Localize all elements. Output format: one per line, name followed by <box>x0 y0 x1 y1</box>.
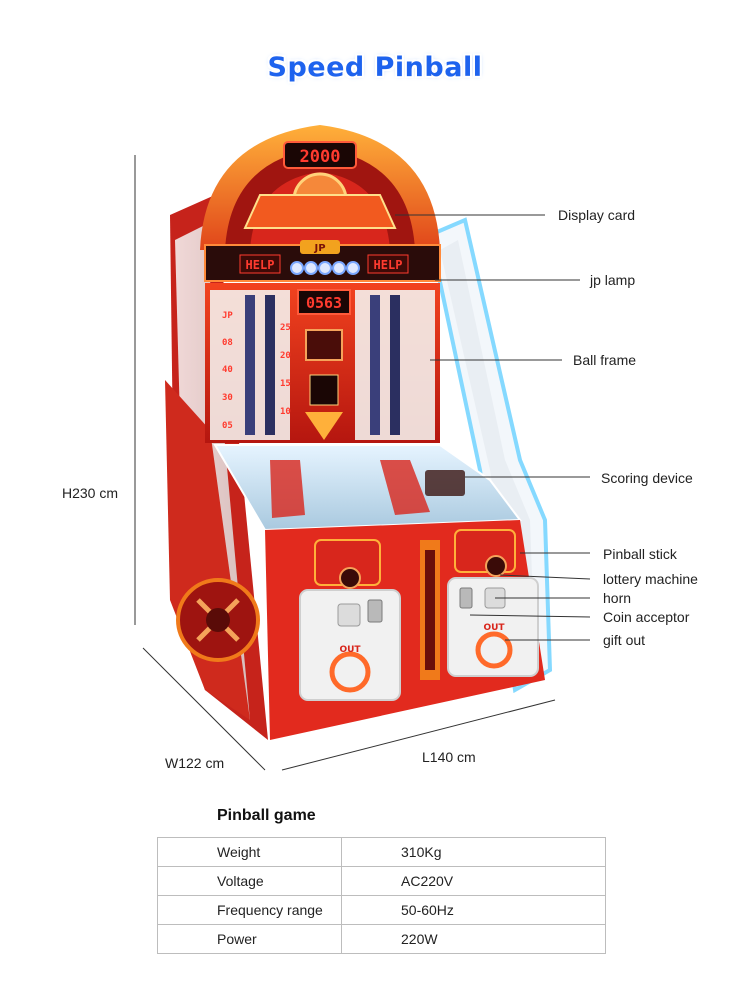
slot-value: 25 <box>280 323 291 333</box>
counter-display: 0563 <box>306 294 342 312</box>
callout-display-card: Display card <box>558 207 636 223</box>
callout-lottery-machine: lottery machine <box>603 571 698 587</box>
front-lower-body <box>265 520 545 740</box>
callout-leaders <box>395 214 591 641</box>
dimension-width: W122 cm <box>165 755 225 771</box>
dimension-height: H230 cm <box>62 485 119 501</box>
callout-ball-frame: Ball frame <box>573 352 637 368</box>
callout-horn: horn <box>603 590 632 606</box>
table-row: Weight 310Kg <box>157 837 606 867</box>
slot-value: 15 <box>280 379 291 389</box>
callout-scoring-device: Scoring device <box>601 470 693 486</box>
spec-label: Frequency range <box>157 895 342 925</box>
table-row: Voltage AC220V <box>157 866 606 896</box>
cabinet-left-side <box>165 195 268 740</box>
ball-frame <box>205 283 440 443</box>
jp-lamps <box>290 261 360 275</box>
slot-values-right: 25 20 15 10 <box>280 323 291 417</box>
horn-left <box>337 603 361 627</box>
callout-jp-lamp: jp lamp <box>590 272 636 288</box>
out-left-label: OUT <box>339 645 361 655</box>
slot-values-left: JP 08 40 30 05 <box>222 311 233 431</box>
scoring-device <box>213 444 522 532</box>
header-bar <box>204 240 441 282</box>
top-score-display: 2000 <box>300 147 341 167</box>
page-title: Speed Pinball <box>267 52 483 83</box>
slot-value: 40 <box>222 365 233 375</box>
coin-acceptor-left <box>367 599 383 623</box>
slot-value: 10 <box>280 407 291 417</box>
help-right-label: HELP <box>374 258 403 272</box>
help-left-label: HELP <box>246 258 275 272</box>
spec-value: 310Kg <box>341 837 606 867</box>
slot-value: 05 <box>222 421 233 431</box>
slot-value: 30 <box>222 393 233 403</box>
specs-heading: Pinball game <box>217 807 316 824</box>
spec-value: 220W <box>341 924 606 954</box>
spec-value: 50-60Hz <box>341 895 606 925</box>
spec-label: Power <box>157 924 342 954</box>
jp-badge: JP <box>313 243 325 254</box>
cabinet-crown <box>200 125 440 250</box>
slot-value: 20 <box>280 351 291 361</box>
out-right-label: OUT <box>483 623 505 633</box>
spec-label: Weight <box>157 837 342 867</box>
slot-value: JP <box>222 311 233 321</box>
dimension-length: L140 cm <box>422 749 476 765</box>
specs-table: Weight 310Kg Voltage AC220V Frequency ra… <box>157 837 606 954</box>
callout-pinball-stick: Pinball stick <box>603 546 677 562</box>
pinball-stick-knob-left <box>339 567 361 589</box>
table-row: Power 220W <box>157 924 606 954</box>
dimension-lines <box>134 155 556 771</box>
coin-acceptor-right <box>459 587 473 609</box>
gift-out-right <box>475 631 513 669</box>
spec-label: Voltage <box>157 866 342 896</box>
spec-value: AC220V <box>341 866 606 896</box>
callout-coin-acceptor: Coin acceptor <box>603 609 690 625</box>
gift-out-left <box>329 651 371 693</box>
callout-gift-out: gift out <box>603 632 646 648</box>
slot-value: 08 <box>222 338 233 348</box>
table-row: Frequency range 50-60Hz <box>157 895 606 925</box>
pinball-stick-knob-right <box>485 555 507 577</box>
